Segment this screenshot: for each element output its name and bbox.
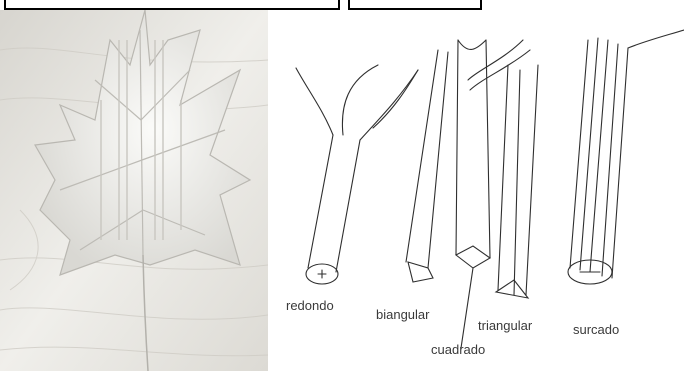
stem-illustration: redondo biangular cuadrado triangular su… <box>268 10 684 371</box>
label-redondo: redondo <box>286 298 334 313</box>
label-surcado: surcado <box>573 322 619 337</box>
top-bar-right <box>348 0 482 10</box>
top-bar-left <box>4 0 340 10</box>
stem-grooved-icon <box>568 30 684 284</box>
label-triangular: triangular <box>478 318 532 333</box>
stem-biangular-icon <box>406 50 448 282</box>
stem-illustration-drawing <box>268 10 684 371</box>
label-biangular: biangular <box>376 307 430 322</box>
leaf-photo <box>0 10 268 371</box>
stem-square-icon <box>456 40 530 348</box>
leaf-photo-icon <box>0 10 268 371</box>
label-cuadrado: cuadrado <box>431 342 485 357</box>
stem-round-icon <box>296 65 418 284</box>
stem-triangular-icon <box>496 65 538 298</box>
